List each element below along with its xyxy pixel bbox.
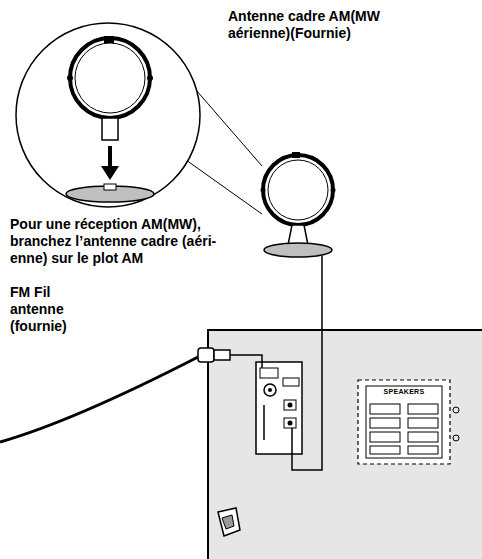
fm-wire [0,356,200,442]
fm-plug [198,348,214,362]
part-label: Antenne cadre AM(MW aérienne)(Fournie) [228,8,428,42]
antenna-terminal [256,362,302,454]
zoom-inset [16,23,200,207]
panel-marking: SPEAKERS [376,388,432,396]
speaker-terminals [358,380,459,464]
back-panel [208,330,482,559]
instruction-note: Pour une réception AM(MW), branchez l’an… [10,216,250,266]
callout-line [186,160,262,214]
callout-line [196,90,262,166]
loop-antenna [261,152,336,257]
part-label: FM Fil antenne (fournie) [10,284,90,334]
power-cord [218,508,240,536]
am-wire [292,256,322,470]
